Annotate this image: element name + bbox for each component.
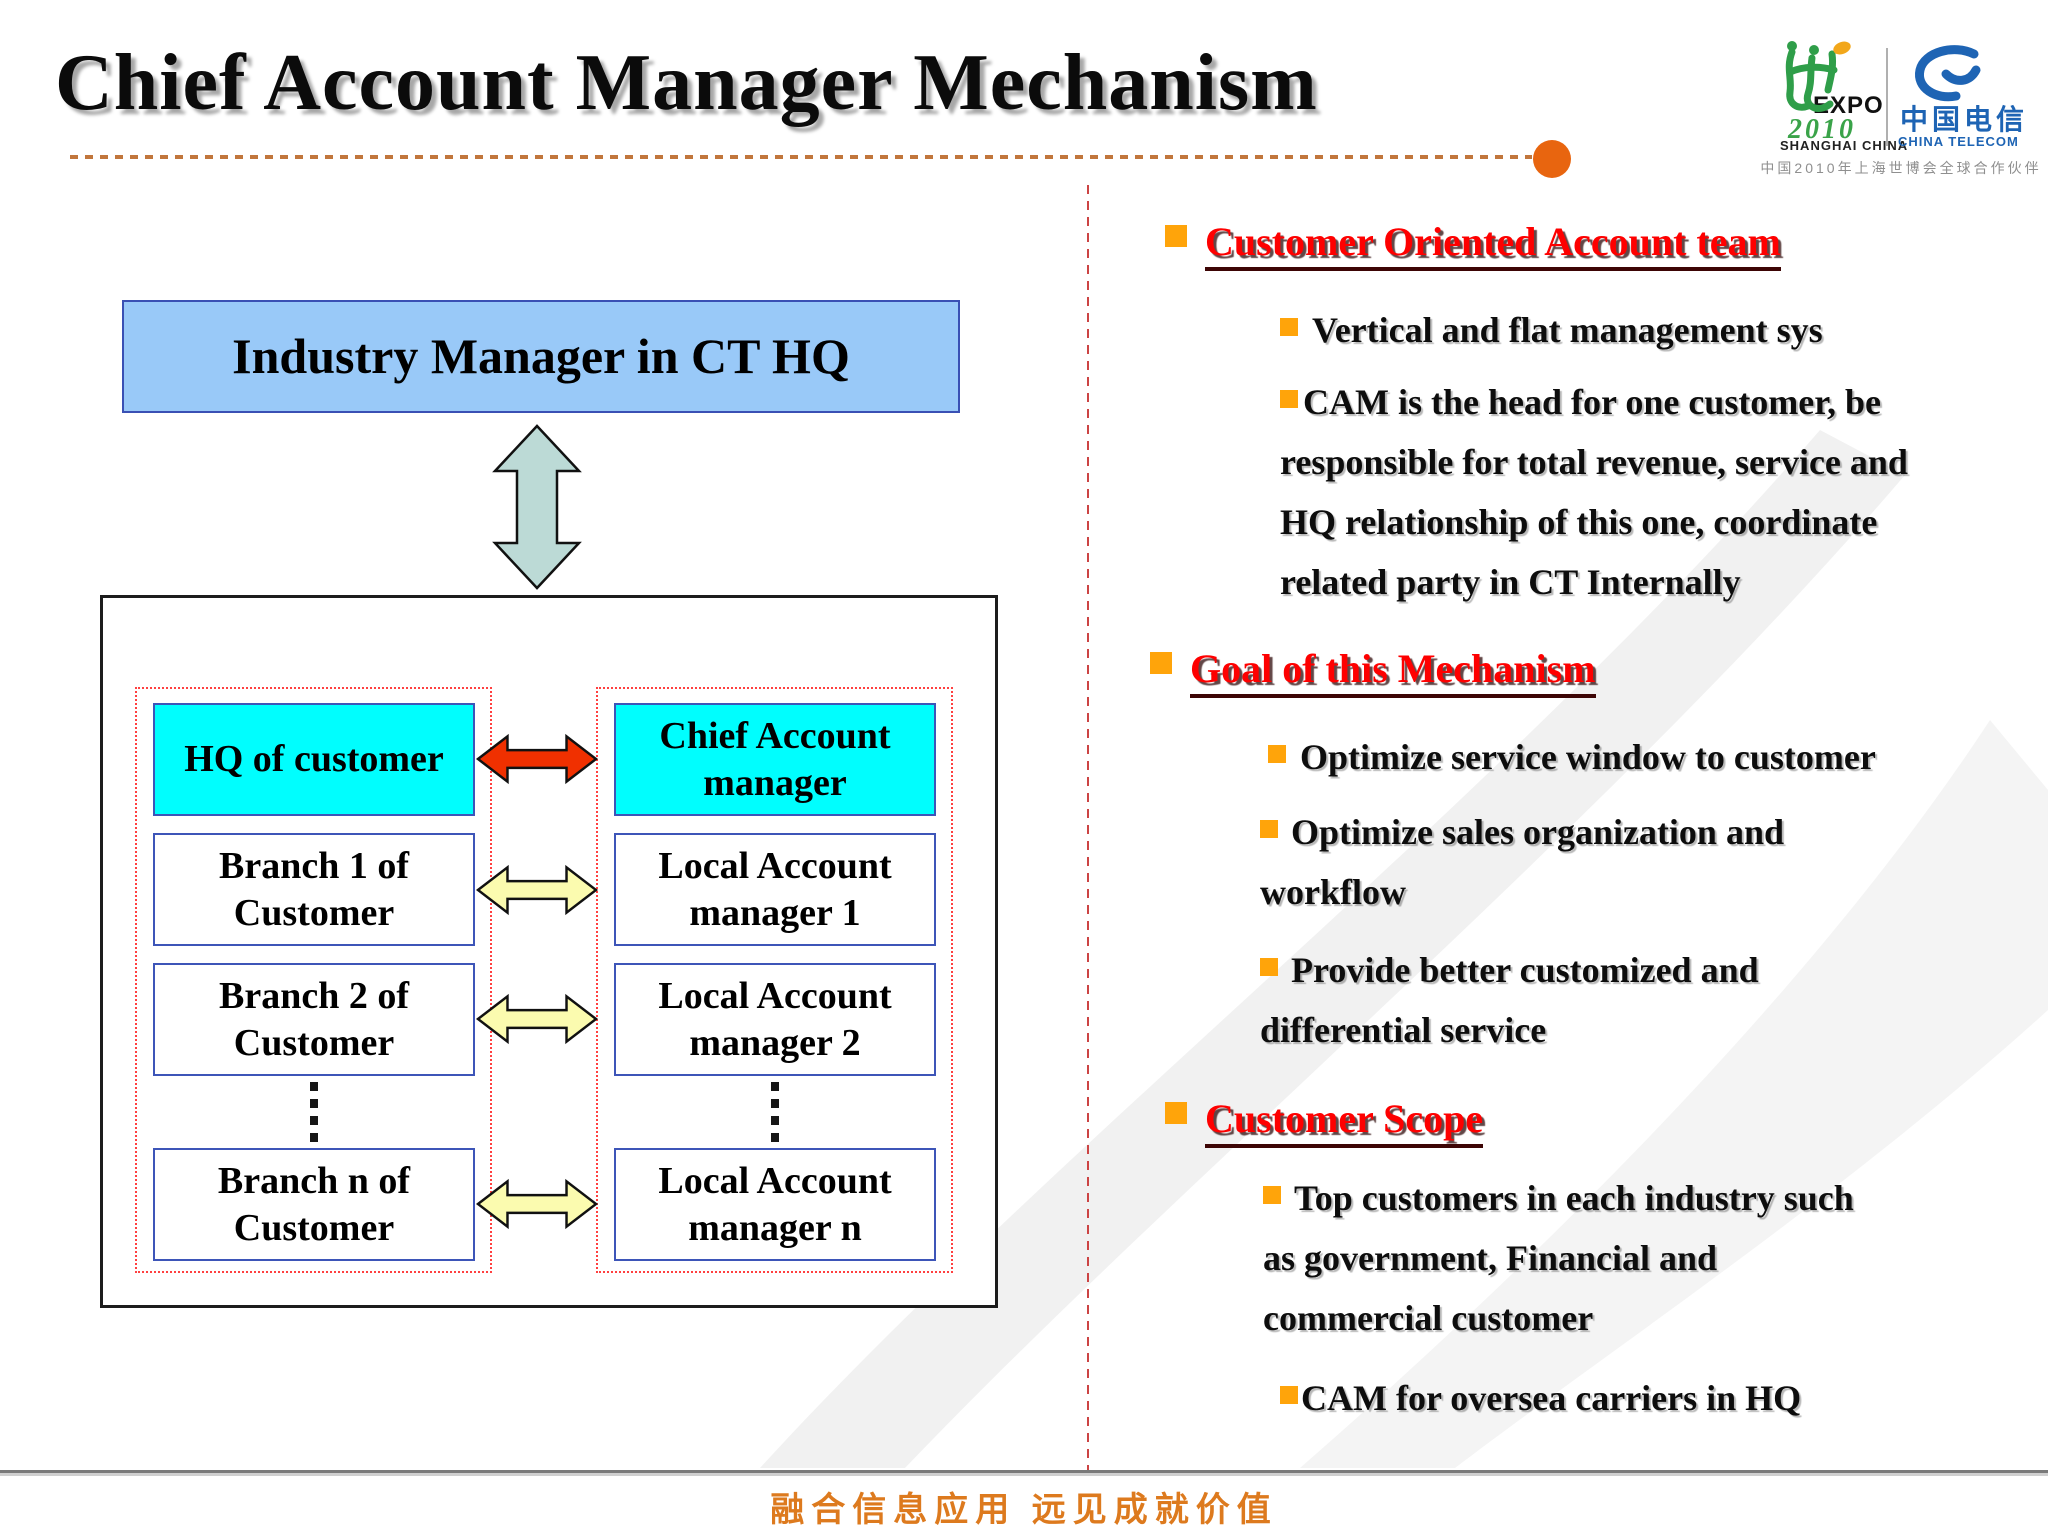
china-telecom-logo-icon (1915, 45, 1981, 102)
china-telecom-en-label: CHINA TELECOM (1898, 134, 2019, 149)
page-title: Chief Account Manager Mechanism (55, 39, 1318, 127)
orange-square-bullet-icon (1260, 958, 1278, 976)
expo-logo-year: 2010 (1788, 114, 1856, 145)
manager-side-dotted-frame (596, 687, 953, 1273)
china-telecom-cn-label: 中国电信 (1900, 105, 2029, 136)
industry-manager-box: Industry Manager in CT HQ (122, 300, 960, 413)
orange-square-bullet-icon (1280, 390, 1298, 408)
footer-slogan: 融合信息应用 远见成就价值 (770, 1492, 1278, 1529)
hq-of-customer-box: HQ of customer (153, 703, 475, 816)
expo-logo-city: SHANGHAI CHINA (1780, 138, 1909, 153)
left-column-ellipsis-dots (310, 1082, 318, 1144)
yellow-double-arrow-n (476, 1178, 598, 1230)
orange-square-bullet-icon (1165, 1102, 1187, 1124)
heading-goal-of-this-mechanism: Goal of this Mechanism (1150, 645, 1596, 698)
orange-square-bullet-icon (1150, 652, 1172, 674)
orange-square-bullet-icon (1260, 820, 1278, 838)
expo-partner-caption: 中国2010年上海世博会全球合作伙伴 (1760, 160, 2042, 176)
vertical-double-arrow (492, 424, 582, 590)
title-underline-dashes (70, 155, 1532, 159)
orange-square-bullet-icon (1280, 318, 1298, 336)
bullet-vertical-flat-management: Vertical and flat management sys (1280, 300, 2048, 360)
heading-customer-oriented-account-team: Customer Oriented Account team (1165, 218, 1781, 271)
red-double-arrow (476, 733, 598, 785)
customer-side-dotted-frame (135, 687, 492, 1273)
right-column-ellipsis-dots (771, 1082, 779, 1144)
yellow-double-arrow-2 (476, 993, 598, 1045)
expo-2010-emblem-icon (1785, 41, 1851, 112)
footer-rule (0, 1470, 2048, 1476)
logo-divider-line (1886, 48, 1888, 146)
heading-customer-scope: Customer Scope (1165, 1095, 1484, 1148)
title-underline-dot (1533, 140, 1571, 178)
section-divider-dashed-line (1087, 185, 1089, 1470)
orange-square-bullet-icon (1280, 1386, 1298, 1404)
orange-square-bullet-icon (1268, 745, 1286, 763)
yellow-double-arrow-1 (476, 864, 598, 916)
bullet-optimize-service-window: Optimize service window to customer (1268, 727, 2048, 787)
orange-square-bullet-icon (1165, 225, 1187, 247)
orange-square-bullet-icon (1263, 1186, 1281, 1204)
bullet-cam-oversea-carriers: CAM for oversea carriers in HQ (1280, 1368, 2048, 1428)
